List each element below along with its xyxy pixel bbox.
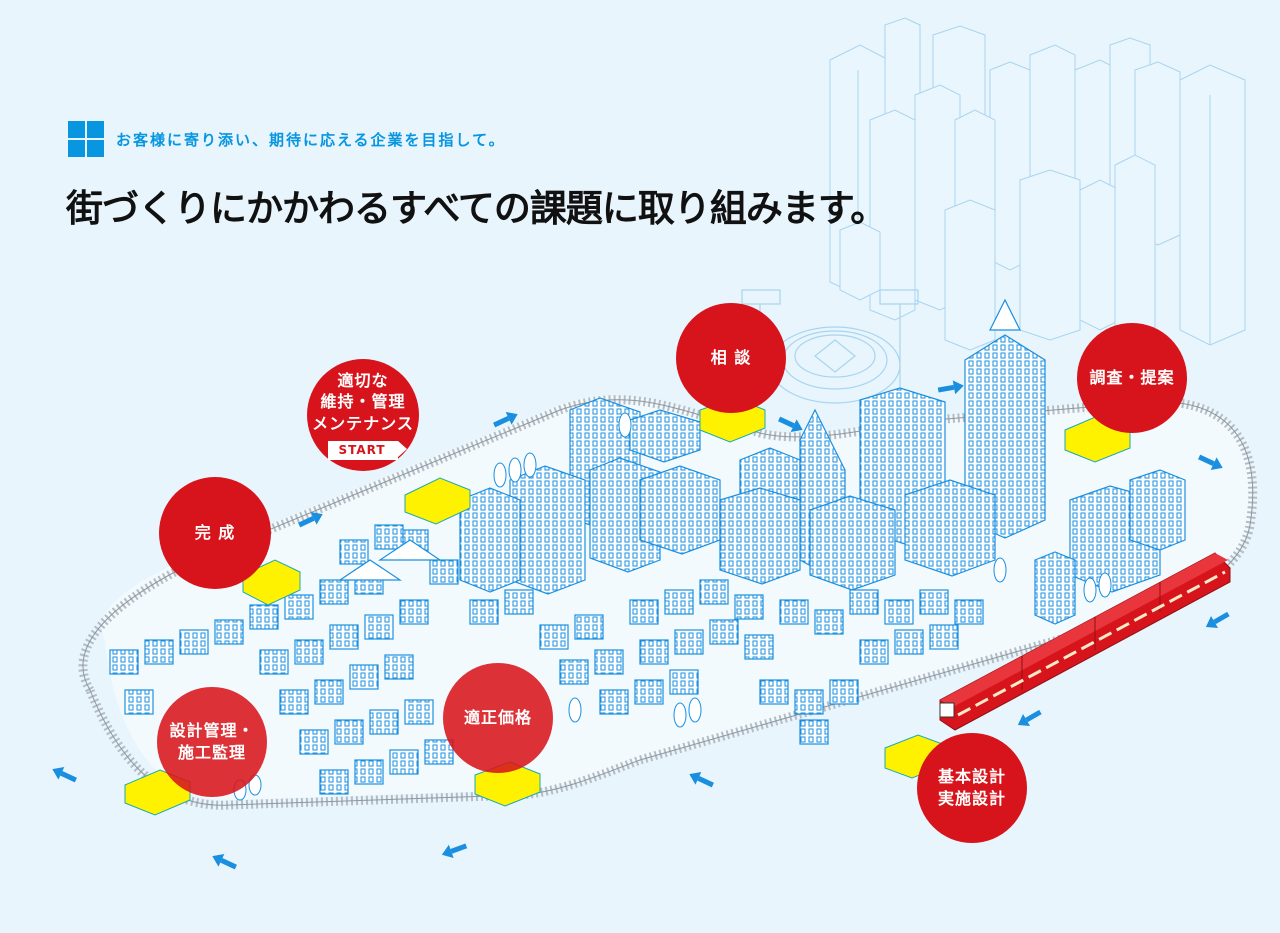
- step-supervision[interactable]: 設計管理・ 施工監理: [157, 687, 267, 797]
- page-headline: 街づくりにかかわるすべての課題に取り組みます。: [66, 187, 887, 230]
- step-label-line: 設計管理・: [169, 721, 255, 741]
- step-label-line: 維持・管理: [320, 392, 406, 412]
- step-label-line: 基本設計: [937, 767, 1006, 787]
- step-maintenance[interactable]: 適切な 維持・管理 メンテナンス START: [307, 359, 419, 471]
- step-design[interactable]: 基本設計 実施設計: [917, 733, 1027, 843]
- step-consultation[interactable]: 相 談: [676, 303, 786, 413]
- four-squares-icon: [68, 121, 104, 157]
- step-label-line: 実施設計: [937, 789, 1006, 808]
- step-label-line: メンテナンス: [312, 413, 414, 433]
- step-label-line: 相 談: [710, 348, 752, 368]
- step-label-line: 適切な: [337, 370, 389, 390]
- red-train: [939, 552, 1231, 731]
- city-buildings: [109, 298, 1186, 795]
- start-button[interactable]: START: [328, 441, 407, 461]
- step-label-line: 調査・提案: [1089, 368, 1175, 388]
- step-survey[interactable]: 調査・提案: [1077, 323, 1187, 433]
- step-pricing[interactable]: 適正価格: [443, 663, 553, 773]
- direction-arrows: [52, 380, 1230, 870]
- step-completion[interactable]: 完 成: [159, 477, 271, 589]
- tagline: お客様に寄り添い、期待に応える企業を目指して。: [68, 121, 506, 157]
- step-label-line: 適正価格: [463, 708, 532, 728]
- skyline-background: [829, 17, 1246, 351]
- tagline-text: お客様に寄り添い、期待に応える企業を目指して。: [116, 130, 506, 149]
- step-label-line: 施工監理: [177, 743, 246, 762]
- step-label-line: 完 成: [194, 523, 236, 543]
